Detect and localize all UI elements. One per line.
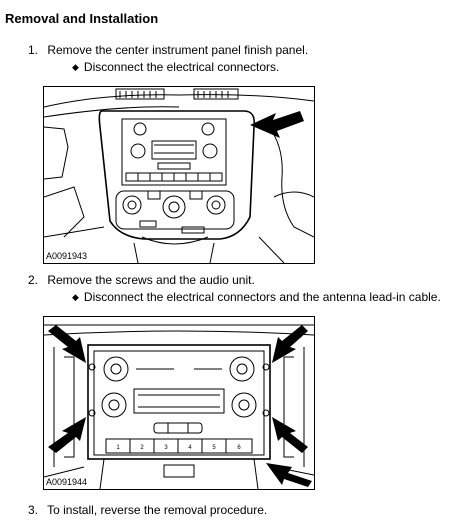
step-1-bullet: ◆ Disconnect the electrical connectors. <box>72 60 279 74</box>
step-3-text: To install, reverse the removal procedur… <box>47 503 268 517</box>
arrow-callout-icon <box>48 325 86 363</box>
step-1-text: Remove the center instrument panel finis… <box>47 43 309 57</box>
figure-1: A0091943 <box>43 86 315 264</box>
instrument-panel-illustration <box>44 88 314 263</box>
step-2-bullet: ◆ Disconnect the electrical connectors an… <box>72 290 441 304</box>
preset-label-2: 2 <box>140 445 144 451</box>
figure-2-caption: A0091944 <box>46 477 90 487</box>
preset-label-1: 1 <box>116 445 120 451</box>
audio-unit-illustration: 1 2 3 4 5 6 <box>44 324 314 489</box>
diamond-bullet-icon: ◆ <box>72 62 79 72</box>
arrow-callout-icon <box>250 111 304 138</box>
figure-1-caption: A0091943 <box>46 251 90 261</box>
preset-label-3: 3 <box>164 445 168 451</box>
step-2-number: 2. <box>28 273 39 287</box>
step-2-bullet-text: Disconnect the electrical connectors and… <box>83 290 441 304</box>
preset-label-6: 6 <box>237 445 241 451</box>
step-3-number: 3. <box>28 503 39 517</box>
arrow-callout-icon <box>272 325 308 363</box>
section-heading: Removal and Installation <box>5 11 159 26</box>
diamond-bullet-icon: ◆ <box>72 292 79 302</box>
arrow-callout-icon <box>266 463 312 487</box>
arrow-callout-icon <box>272 417 308 453</box>
step-1-bullet-text: Disconnect the electrical connectors. <box>83 60 280 74</box>
step-1-number: 1. <box>28 43 39 57</box>
step-2-text: Remove the screws and the audio unit. <box>47 273 255 287</box>
arrow-callout-icon <box>48 417 86 453</box>
step-2: 2. Remove the screws and the audio unit. <box>28 273 255 287</box>
preset-label-4: 4 <box>188 445 192 451</box>
step-3: 3. To install, reverse the removal proce… <box>28 503 267 517</box>
preset-label-5: 5 <box>212 445 216 451</box>
step-1: 1. Remove the center instrument panel fi… <box>28 43 308 57</box>
figure-2: 1 2 3 4 5 6 A0091944 <box>43 316 315 490</box>
